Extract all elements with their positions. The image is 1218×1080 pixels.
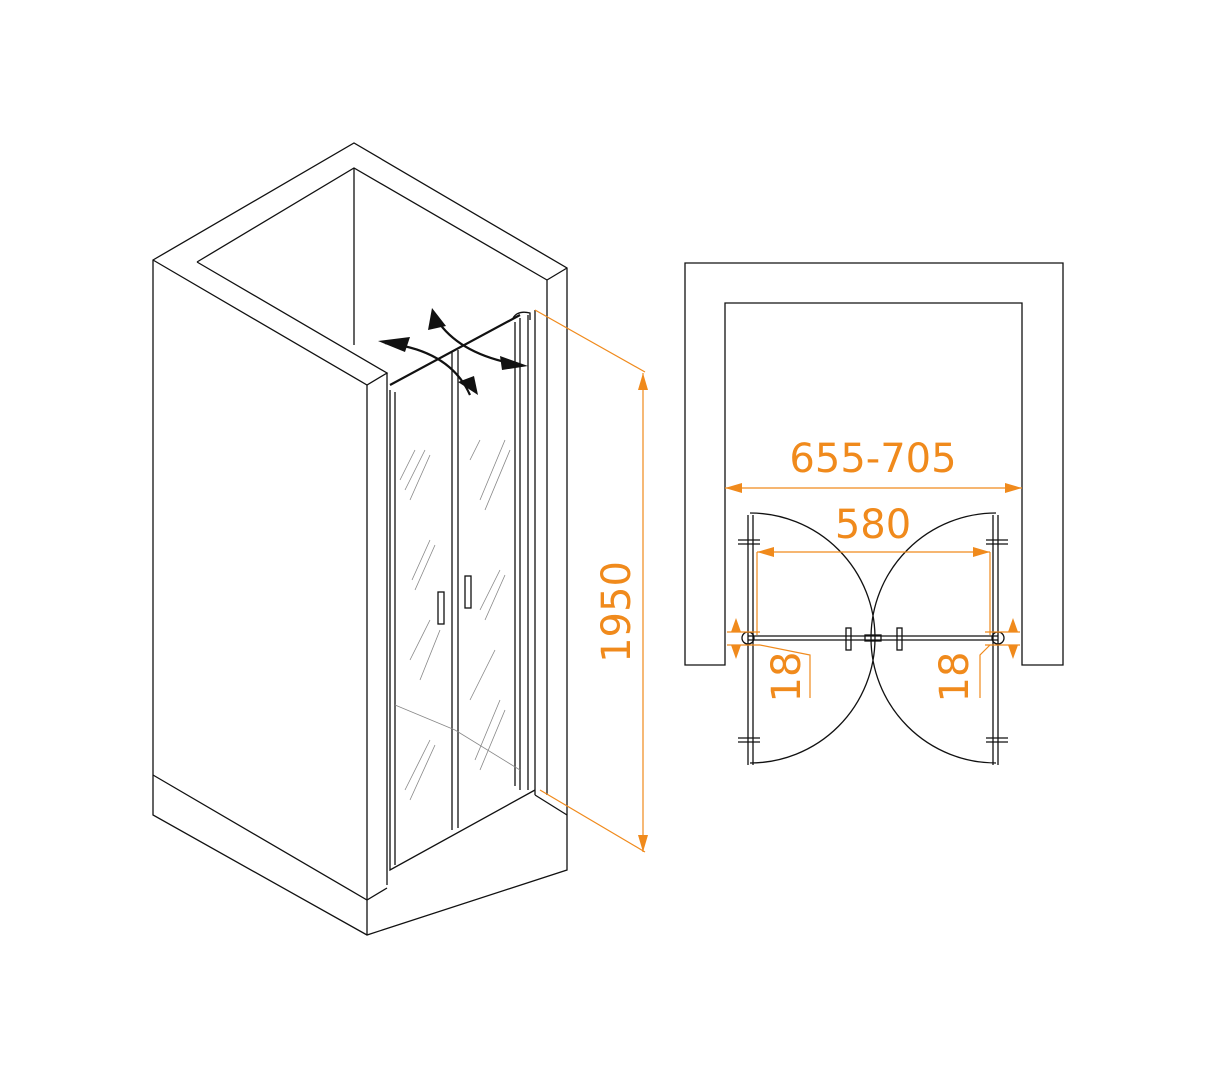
gap-dimensions: 18 18 (727, 618, 1020, 702)
opening-range-label: 655-705 (789, 436, 956, 482)
plan-view (684, 262, 1064, 765)
door-panels (389, 311, 536, 872)
left-gap-label: 18 (764, 652, 810, 703)
right-door-handle (464, 575, 472, 609)
left-door-handle (437, 591, 445, 625)
height-label: 1950 (594, 561, 640, 663)
entry-dimension: 580 (756, 502, 991, 635)
right-gap-label: 18 (932, 652, 978, 703)
swing-arrows-icon (378, 308, 528, 396)
isometric-view (152, 142, 568, 936)
entry-width-label: 580 (835, 502, 911, 548)
opening-dimension: 655-705 (725, 436, 1022, 493)
height-dimension: 1950 (534, 309, 648, 853)
